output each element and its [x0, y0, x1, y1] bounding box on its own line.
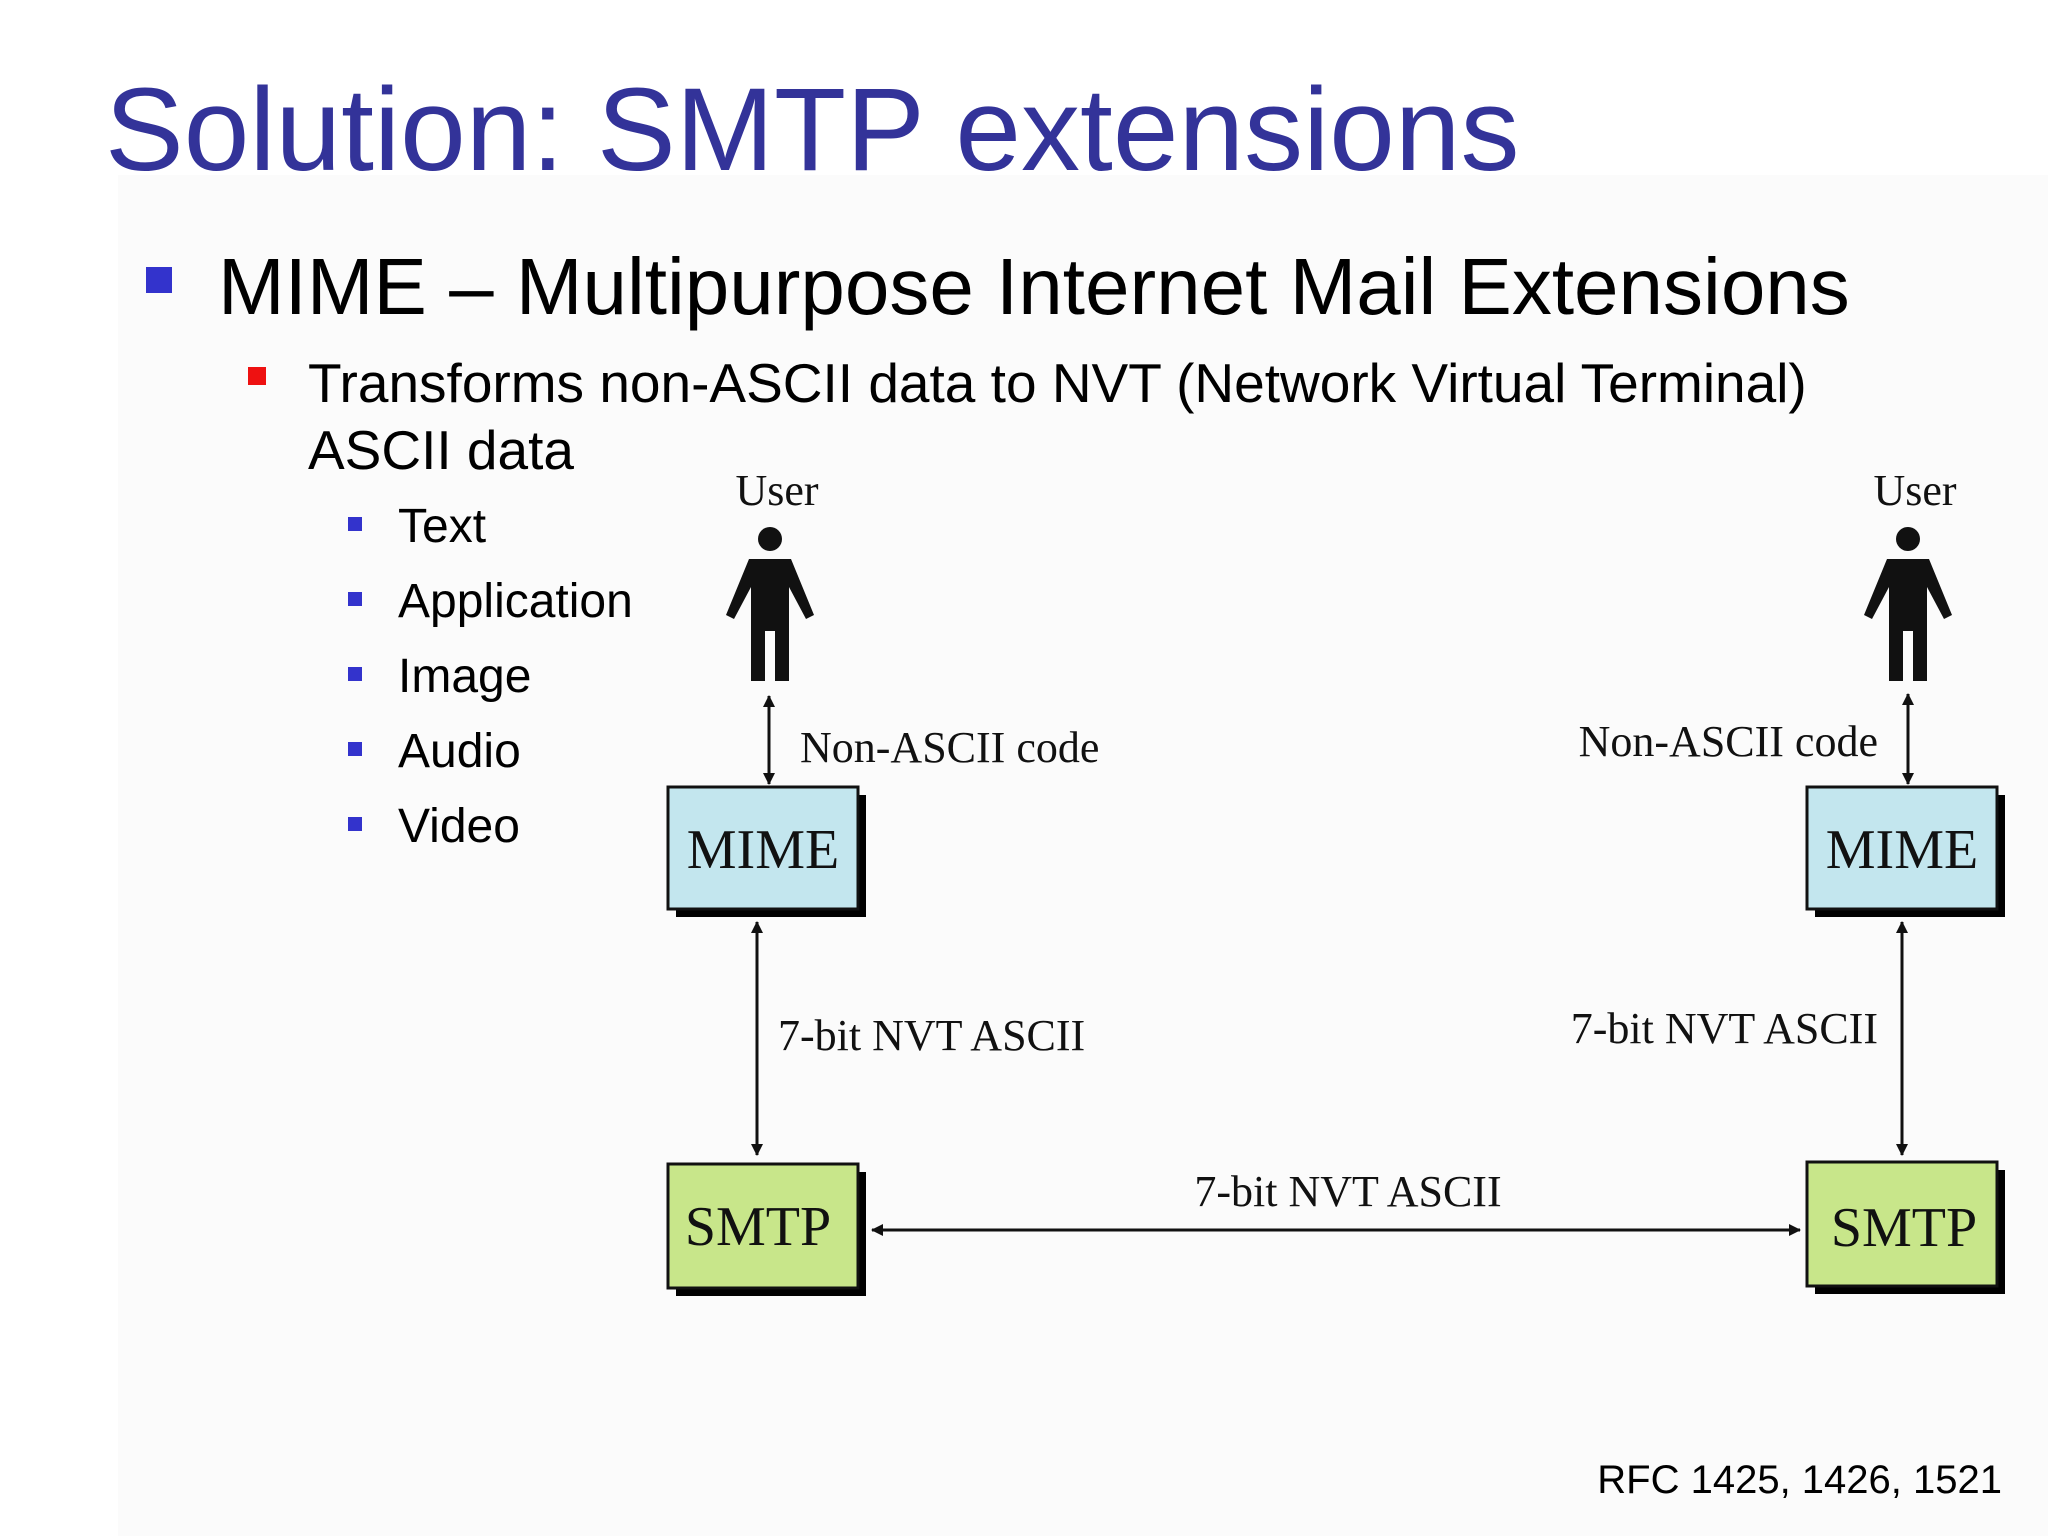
bullet-level1: MIME – Multipurpose Internet Mail Extens…	[146, 237, 1850, 337]
bullet-level3-item: Audio	[348, 722, 521, 782]
bullet-level3-item: Text	[348, 497, 487, 557]
bullet-level3-text: Application	[398, 575, 633, 628]
content-panel	[118, 175, 2048, 1536]
right-mime-box	[1805, 785, 1999, 911]
right-smtp-box	[1805, 1160, 1999, 1288]
left-7bit-label: 7-bit NVT ASCII	[778, 1011, 1085, 1060]
bullet-square-icon	[146, 267, 172, 293]
bottom-7bit-label: 7-bit NVT ASCII	[1194, 1167, 1501, 1216]
right-smtp-label: SMTP	[1831, 1197, 1977, 1259]
right-mime-label: MIME	[1826, 819, 1978, 881]
slide-title: Solution: SMTP extensions	[105, 64, 1520, 196]
rfc-footer: RFC 1425, 1426, 1521	[1597, 1458, 2002, 1502]
right-7bit-label: 7-bit NVT ASCII	[1571, 1004, 1878, 1053]
bullet-square-icon	[348, 742, 362, 756]
bullet-square-icon	[348, 592, 362, 606]
bullet-level3-text: Text	[398, 500, 487, 553]
bullet-level3-item: Image	[348, 647, 532, 707]
bullet-square-icon	[348, 817, 362, 831]
user-figure-icon	[726, 527, 814, 681]
bullet-square-icon	[248, 367, 266, 385]
bullet-level2-continuation: ASCII data	[308, 419, 574, 481]
left-mime-box	[666, 785, 860, 911]
user-figure-icon	[1864, 527, 1952, 681]
right-user-label: User	[1873, 466, 1956, 515]
bullet-level3-text: Video	[398, 800, 520, 853]
bullet-level3-text: Audio	[398, 725, 521, 778]
left-smtp-label: SMTP	[685, 1196, 831, 1258]
bullet-level1-text: MIME – Multipurpose Internet Mail Extens…	[218, 242, 1850, 331]
bullet-square-icon	[348, 667, 362, 681]
left-user-label: User	[735, 466, 818, 515]
bullet-level2-text: Transforms non-ASCII data to NVT (Networ…	[308, 352, 1807, 414]
bullet-level3-text: Image	[398, 650, 532, 703]
left-non-ascii-label: Non-ASCII code	[800, 723, 1099, 772]
bullet-level3-item: Application	[348, 572, 633, 632]
left-smtp-box	[666, 1162, 860, 1290]
bullet-level3-item: Video	[348, 797, 520, 857]
left-mime-label: MIME	[687, 819, 839, 881]
bullet-level2: Transforms non-ASCII data to NVT (Networ…	[248, 348, 1807, 418]
bullet-square-icon	[348, 517, 362, 531]
right-non-ascii-label: Non-ASCII code	[1579, 717, 1878, 766]
